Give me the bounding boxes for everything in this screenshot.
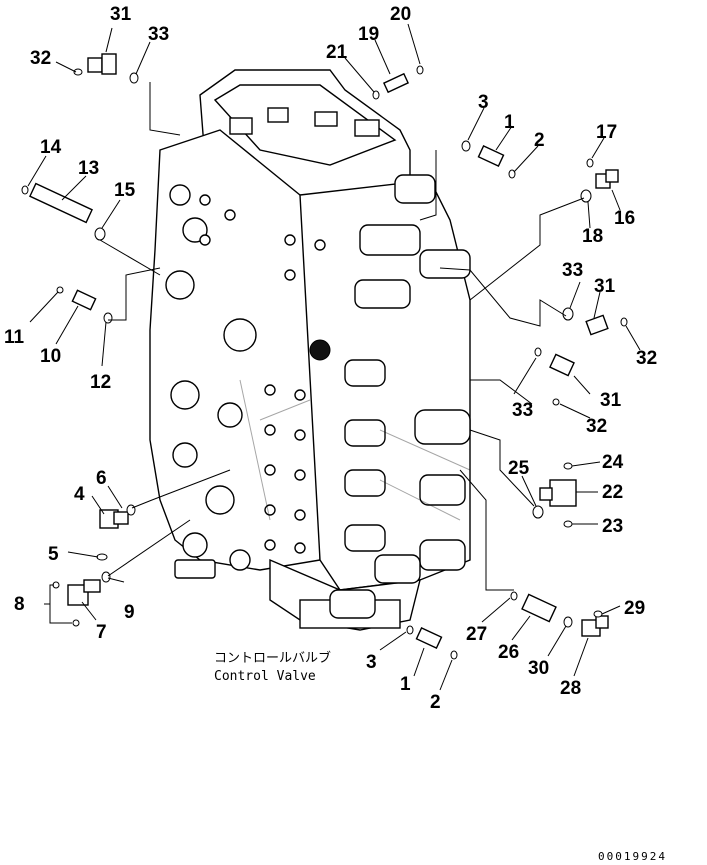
- control-valve-assembly: [149, 69, 471, 631]
- callouts: 31 32 33 21 19 20 3 1 2 17 16 18 14 13 1…: [4, 4, 657, 713]
- callout-18: 18: [582, 226, 603, 247]
- callout-24: 24: [602, 452, 624, 473]
- callout-9: 9: [124, 602, 135, 623]
- caption-japanese: コントロールバルブ: [214, 650, 331, 666]
- callout-15: 15: [114, 180, 136, 201]
- callout-25: 25: [508, 458, 530, 479]
- callout-12: 12: [90, 372, 111, 393]
- callout-4: 4: [74, 484, 85, 505]
- callout-26: 26: [498, 642, 519, 663]
- callout-3-top: 3: [478, 92, 489, 113]
- watermark-lines: [239, 379, 471, 521]
- document-number: 00019924: [598, 850, 667, 863]
- callout-28: 28: [560, 678, 581, 699]
- caption-english: Control Valve: [214, 669, 316, 684]
- callout-5: 5: [48, 544, 59, 565]
- callout-7: 7: [96, 622, 107, 643]
- callout-16: 16: [614, 208, 635, 229]
- callout-19: 19: [358, 24, 379, 45]
- callout-1-bottom: 1: [400, 674, 411, 695]
- callout-22: 22: [602, 482, 623, 503]
- callout-32-lower: 32: [586, 416, 607, 437]
- callout-6: 6: [96, 468, 107, 489]
- callout-8: 8: [14, 594, 25, 615]
- callout-21: 21: [326, 42, 348, 63]
- callout-2-bottom: 2: [430, 692, 441, 713]
- callout-31-lower: 31: [600, 390, 622, 411]
- leader-lines: [27, 23, 641, 691]
- callout-10: 10: [40, 346, 61, 367]
- callout-27: 27: [466, 624, 487, 645]
- callout-1-top: 1: [504, 112, 515, 133]
- callout-13: 13: [78, 158, 99, 179]
- callout-31-right: 31: [594, 276, 616, 297]
- callout-33-lower: 33: [512, 400, 533, 421]
- callout-32-right: 32: [636, 348, 657, 369]
- callout-33-right: 33: [562, 260, 583, 281]
- callout-30: 30: [528, 658, 549, 679]
- callout-29: 29: [624, 598, 645, 619]
- callout-3-bottom: 3: [366, 652, 377, 673]
- fittings: [29, 53, 619, 650]
- callout-17: 17: [596, 122, 617, 143]
- callout-32-top: 32: [30, 48, 51, 69]
- callout-11: 11: [4, 327, 25, 348]
- callout-20: 20: [390, 4, 411, 25]
- callout-2-top: 2: [534, 130, 545, 151]
- spool-caps: [329, 174, 471, 619]
- left-ports: [165, 184, 331, 579]
- callout-33-top: 33: [148, 24, 169, 45]
- callout-31-top: 31: [110, 4, 132, 25]
- callout-14: 14: [40, 137, 62, 158]
- callout-23: 23: [602, 516, 623, 537]
- port-holes: [199, 194, 326, 554]
